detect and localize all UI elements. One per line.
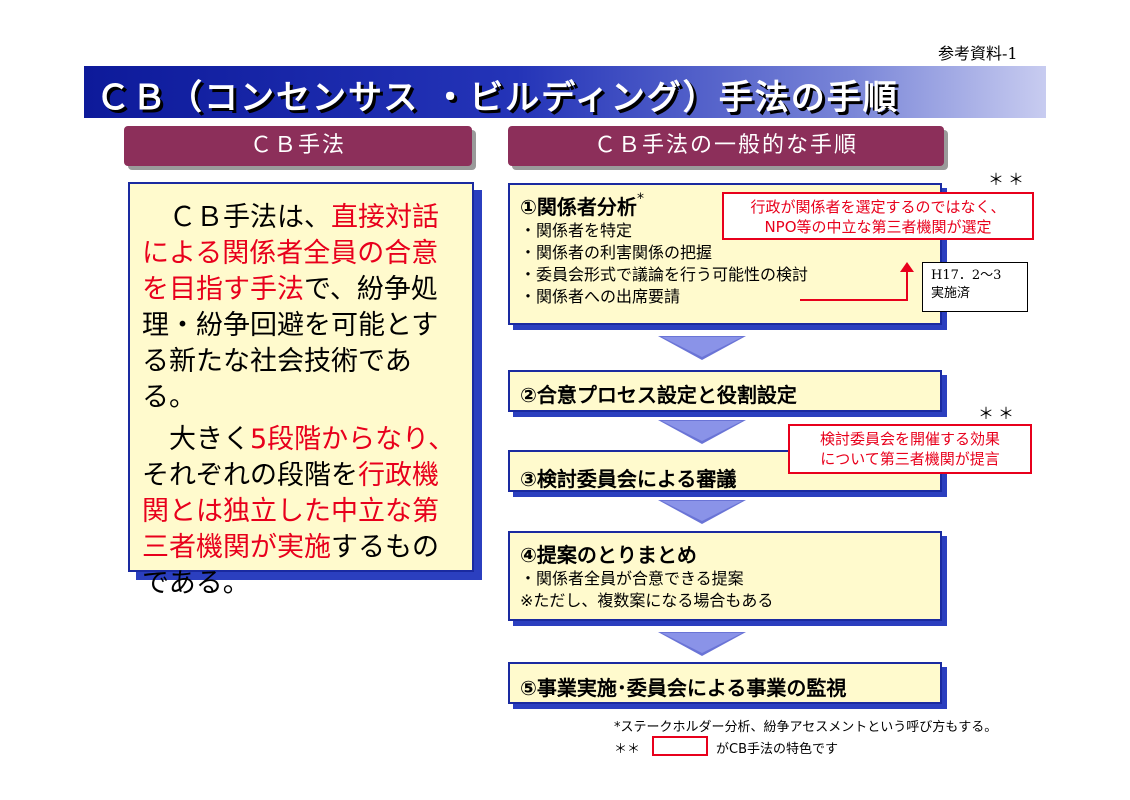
description-paragraph-2: 大きく5段階からなり、それぞれの段階を行政機関とは独立した中立な第三者機関が実施… (142, 422, 464, 602)
step-5-box: ⑤事業実施･委員会による事業の監視 (508, 662, 942, 704)
desc-text: で、紛争処理・紛争回避を可能とする新たな社会技術である。 (142, 274, 439, 413)
step-4-box: ④提案のとりまとめ ・関係者全員が合意できる提案 ※ただし、複数案になる場合もあ… (508, 531, 942, 621)
step-1-title: ①関係者分析* (520, 191, 940, 220)
description-box: ＣＢ手法は、直接対話による関係者全員の合意を目指す手法で、紛争処理・紛争回避を可… (128, 182, 474, 599)
footnote-feature-legend: がCB手法の特色です (716, 742, 838, 757)
step-4-title: ④提案のとりまとめ (520, 543, 697, 567)
desc-text: するものである。 (142, 532, 439, 599)
down-arrow-icon (658, 420, 746, 444)
desc-highlight: 直接対話による関係者全員の合意を目指す手法 (142, 202, 439, 305)
callout-third-party-advice: 検討委員会を開催する効果 について第三者機関が提言 (788, 424, 1032, 474)
page-title: ＣＢ（コンセンサス ・ビルディング）手法の手順 (96, 78, 899, 118)
desc-text: それぞれの段階を (142, 460, 358, 491)
step-3-title: ③検討委員会による審議 (520, 467, 737, 491)
left-section-header: ＣＢ手法 (124, 126, 472, 166)
completion-note-box: H17．2～3 実施済 (922, 262, 1028, 312)
callout-line: 検討委員会を開催する効果 (819, 430, 1000, 448)
title-bar (84, 66, 1046, 118)
desc-highlight: 行政機関とは独立した中立な第三者機関が実施 (142, 460, 439, 563)
down-arrow-icon (658, 500, 746, 524)
callout-line: NPO等の中立な第三者機関が選定 (764, 218, 992, 236)
callout-line: について第三者機関が提言 (820, 450, 1000, 468)
step-5-title: ⑤事業実施･委員会による事業の監視 (520, 676, 847, 700)
down-arrow-icon (658, 336, 746, 360)
step-1-item: ・関係者を特定 (520, 221, 633, 240)
right-section-header: ＣＢ手法の一般的な手順 (508, 126, 944, 166)
note-line: 実施済 (931, 286, 971, 301)
step-1-item: ・関係者の利害関係の把握 (520, 243, 713, 262)
highlight-underline (800, 299, 908, 301)
footnote-stars: ＊＊ (614, 742, 641, 757)
legend-red-box (652, 736, 708, 756)
feature-stars: ＊＊ (978, 404, 1019, 423)
description-paragraph-1: ＣＢ手法は、直接対話による関係者全員の合意を目指す手法で、紛争処理・紛争回避を可… (142, 200, 464, 416)
reference-label: 参考資料-1 (938, 44, 1018, 63)
down-arrow-icon (658, 632, 746, 656)
footnote-stakeholder: *ステークホルダー分析、紛争アセスメントという呼び方もする。 (614, 720, 998, 735)
up-arrow-icon (906, 270, 908, 301)
callout-line: 行政が関係者を選定するのではなく、 (750, 198, 1006, 216)
step-title-text: ①関係者分析 (520, 195, 637, 219)
step-1-item: ・関係者への出席要請 (520, 287, 681, 306)
callout-third-party-selection: 行政が関係者を選定するのではなく、 NPO等の中立な第三者機関が選定 (722, 192, 1034, 240)
step-1-item: ・委員会形式で議論を行う可能性の検討 (520, 265, 809, 284)
step-4-item: ・関係者全員が合意できる提案 (520, 569, 744, 588)
step-4-item: ※ただし、複数案になる場合もある (520, 591, 774, 610)
step-2-box: ②合意プロセス設定と役割設定 (508, 370, 942, 412)
desc-highlight: 5段階からなり、 (250, 424, 456, 455)
desc-text: ＣＢ手法は、 (169, 202, 331, 233)
feature-stars: ＊＊ (988, 170, 1029, 189)
note-line: H17．2～3 (931, 268, 1002, 283)
up-arrow-head-icon (900, 262, 914, 272)
desc-text: 大きく (169, 424, 250, 455)
step-2-title: ②合意プロセス設定と役割設定 (520, 383, 797, 407)
footnote-mark: * (636, 191, 644, 207)
